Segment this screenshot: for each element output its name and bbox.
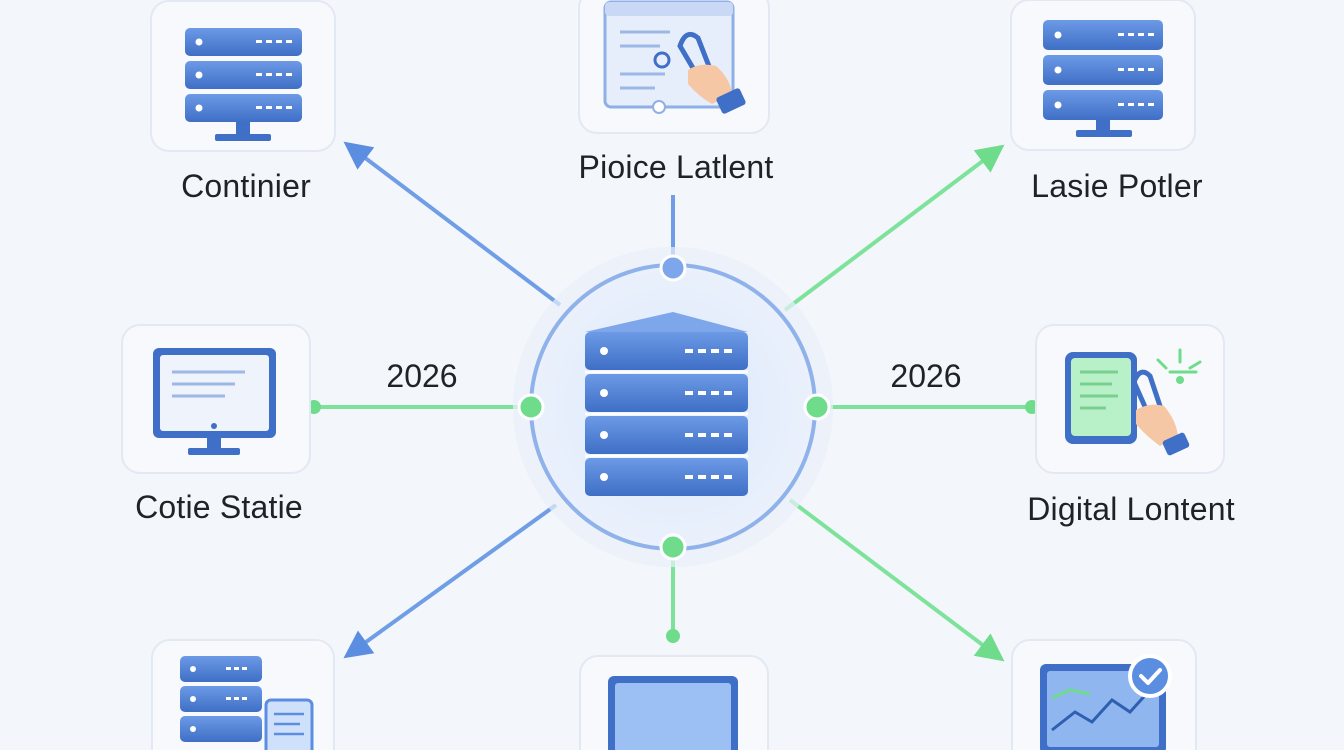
node-bottom-center: [579, 655, 769, 750]
node-label-top-left: Continier: [181, 168, 311, 204]
connector-top-left: [343, 141, 562, 307]
node-mid-right: [1035, 324, 1225, 474]
connector-bottom-left: [343, 503, 558, 659]
connector-top-right: [783, 144, 1005, 312]
node-label-mid-right: Digital Lontent: [1027, 491, 1235, 527]
connector-bottom-right: [788, 498, 1005, 662]
node-mid-left: [121, 324, 311, 474]
central-hub: [513, 247, 833, 567]
node-label-top-center: Pioice Latlent: [578, 149, 774, 185]
hub-port-right: [803, 393, 831, 421]
connectors: [314, 141, 1032, 662]
node-label-top-right: Lasie Potler: [1031, 168, 1203, 204]
tablet-hand-icon: [1065, 348, 1202, 456]
node-bottom-right: [1011, 639, 1197, 750]
monitor-icon: [153, 348, 276, 455]
database-server-icon: [585, 312, 748, 496]
laptop-icon: [608, 676, 738, 750]
node-top-right: [1010, 0, 1196, 151]
node-top-center: [578, 0, 770, 134]
hub-port-bottom: [659, 533, 687, 561]
server-monitor-icon: [1043, 20, 1163, 137]
document-hand-icon: [603, 0, 746, 114]
server-monitor-icon: [185, 28, 302, 141]
node-label-mid-left: Cotie Statie: [135, 489, 303, 525]
node-bottom-left: [151, 639, 335, 750]
chart-check-icon: [1040, 654, 1172, 750]
connector-label-left: 2026: [386, 358, 458, 394]
hub-port-top: [659, 254, 687, 282]
endpoint-dot-bottom: [666, 629, 680, 643]
hub-port-left: [517, 393, 545, 421]
connector-label-right: 2026: [890, 358, 962, 394]
server-document-icon: [180, 656, 314, 750]
node-top-left: [150, 0, 336, 152]
